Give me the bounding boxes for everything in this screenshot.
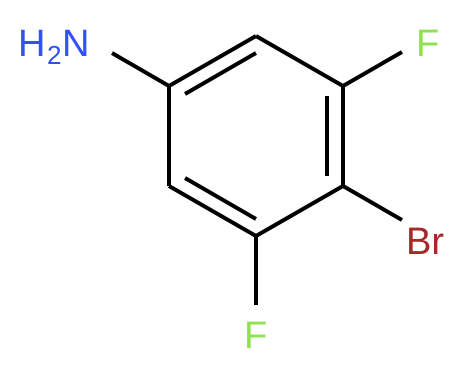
double-bond-inner-bottom-left	[183, 176, 258, 221]
bond-c4-c5	[255, 184, 344, 238]
atom-label-h: H	[18, 23, 45, 65]
atom-subscript-2: 2	[47, 40, 61, 70]
benzene-ring	[167, 34, 345, 238]
atom-bromine: Br	[406, 221, 444, 263]
double-bond-inner-top	[183, 51, 258, 96]
atom-fluorine-bottom: F	[244, 315, 267, 357]
bond-c1-nh2	[110, 51, 171, 88]
atom-nh2: H 2 N	[18, 23, 89, 70]
bond-c3-f	[342, 50, 403, 88]
bond-c1-c2	[168, 34, 257, 88]
bond-c5-c6	[168, 184, 257, 238]
atom-fluorine-top: F	[416, 23, 439, 65]
atom-label-n: N	[62, 23, 89, 65]
bond-c4-br	[342, 184, 403, 222]
bond-c2-c3	[255, 34, 344, 88]
